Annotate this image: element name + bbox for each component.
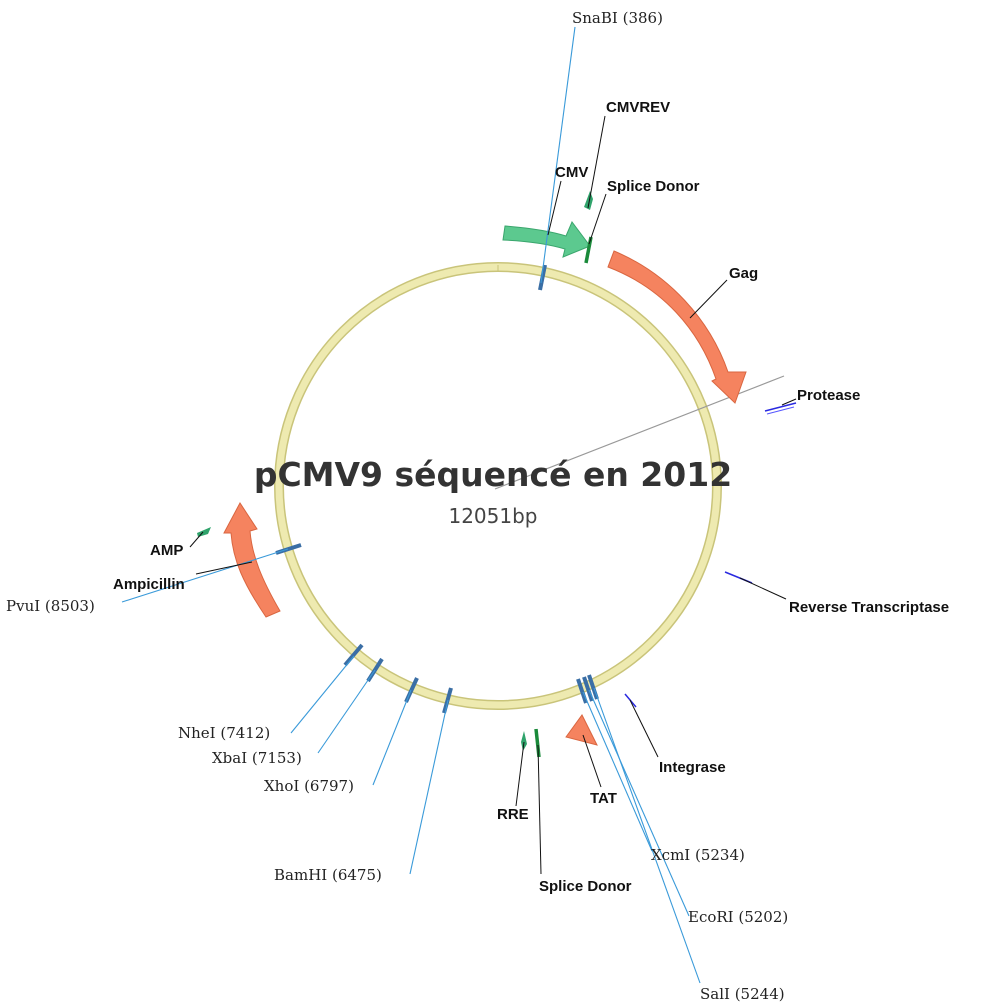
feature-label-reverse-transcriptase[interactable]: Reverse Transcriptase xyxy=(789,599,949,616)
snabi-site xyxy=(538,264,547,291)
gag-leader xyxy=(689,279,728,319)
plasmid-size: 12051bp xyxy=(448,504,537,528)
feature-label-rre[interactable]: RRE xyxy=(497,806,529,823)
cmvrev-leader xyxy=(587,115,606,209)
ampicillin-leader xyxy=(195,561,253,575)
protease-leader xyxy=(781,398,797,406)
feature-label-ampicillin[interactable]: Ampicillin xyxy=(113,576,185,593)
plasmid-title: pCMV9 séquencé en 2012 xyxy=(254,455,732,494)
xcmi-leader xyxy=(582,691,653,852)
enzyme-label-xhoi[interactable]: XhoI (6797) xyxy=(264,777,354,795)
xhoi-leader xyxy=(372,689,412,786)
feature-label-protease[interactable]: Protease xyxy=(797,387,860,404)
reverse-transcriptase-leader xyxy=(739,577,787,600)
amp-feature xyxy=(197,527,211,537)
amp-leader xyxy=(189,531,204,548)
protease-mark-2 xyxy=(766,406,795,415)
rre-feature xyxy=(521,731,527,751)
splice-donor-2-leader xyxy=(537,744,542,875)
enzyme-leader-lines xyxy=(121,26,701,984)
sali-leader xyxy=(593,687,701,984)
feature-label-tat[interactable]: TAT xyxy=(590,790,617,807)
feature-leader-lines xyxy=(189,115,797,875)
enzyme-label-bamhi[interactable]: BamHI (6475) xyxy=(274,866,382,884)
feature-label-cmvrev[interactable]: CMVREV xyxy=(606,99,670,116)
tat-leader xyxy=(582,734,602,788)
integrase-leader xyxy=(629,699,659,758)
ecori-leader xyxy=(588,689,690,917)
xcmi-site xyxy=(576,678,588,704)
feature-label-splice-donor-2[interactable]: Splice Donor xyxy=(539,878,632,895)
enzyme-label-xcmi[interactable]: XcmI (5234) xyxy=(651,846,745,864)
rre-leader xyxy=(515,741,525,807)
cmv-leader xyxy=(547,180,562,236)
ecori-site xyxy=(582,676,594,702)
enzyme-label-ecori[interactable]: EcoRI (5202) xyxy=(688,908,788,926)
feature-label-gag[interactable]: Gag xyxy=(729,265,758,282)
feature-label-amp[interactable]: AMP xyxy=(150,542,183,559)
feature-label-splice-donor-1[interactable]: Splice Donor xyxy=(607,178,700,195)
enzyme-label-nhei[interactable]: NheI (7412) xyxy=(178,724,270,742)
xbai-leader xyxy=(317,669,376,754)
enzyme-label-snabi[interactable]: SnaBI (386) xyxy=(572,9,663,27)
enzyme-label-pvui[interactable]: PvuI (8503) xyxy=(6,597,95,615)
gag-arrow xyxy=(607,250,747,404)
splice-donor-1-leader xyxy=(588,193,607,245)
nhei-site xyxy=(343,643,364,667)
protease-mark xyxy=(764,402,797,412)
enzyme-label-xbai[interactable]: XbaI (7153) xyxy=(212,749,302,767)
pvui-leader xyxy=(121,548,289,603)
feature-label-integrase[interactable]: Integrase xyxy=(659,759,726,776)
tat-arrow xyxy=(565,714,598,746)
bamhi-leader xyxy=(409,699,449,875)
nhei-leader xyxy=(290,655,355,734)
feature-label-cmv[interactable]: CMV xyxy=(555,164,588,181)
sali-site xyxy=(587,674,599,700)
enzyme-label-sali[interactable]: SalI (5244) xyxy=(700,985,785,1003)
snabi-leader xyxy=(540,26,576,284)
